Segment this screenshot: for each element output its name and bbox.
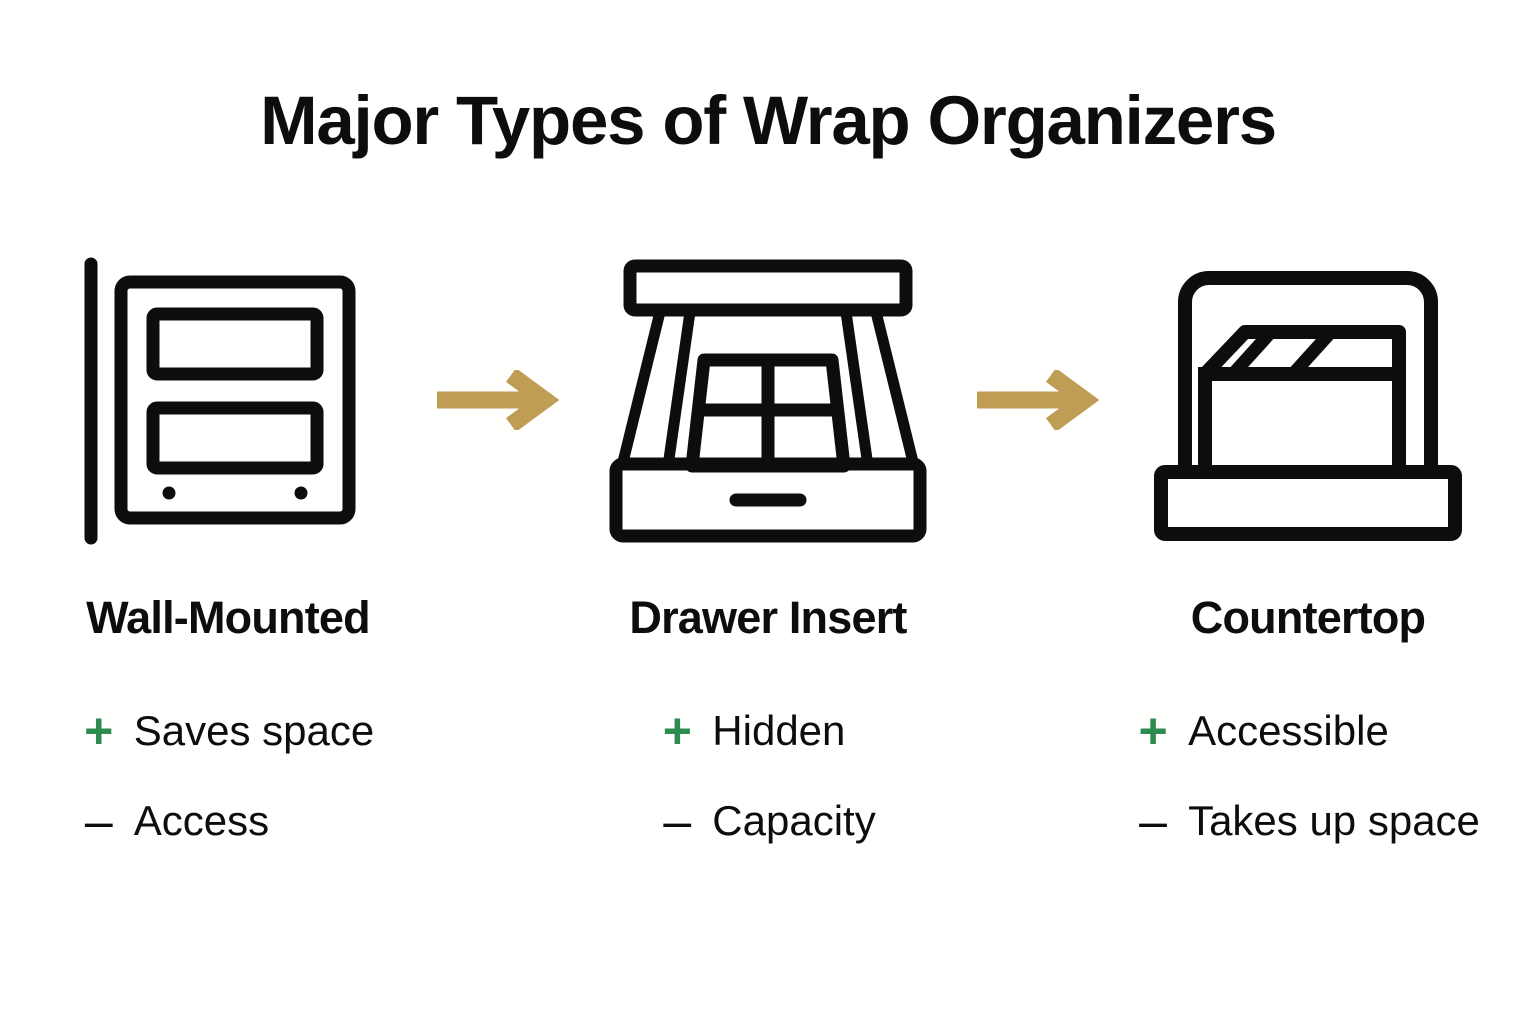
column-drawer-insert: Drawer Insert + Hidden – Capacity: [568, 250, 968, 846]
arrow-right-icon-2: [968, 250, 1108, 550]
con-row-wall-mounted: – Access: [82, 796, 374, 846]
page-title: Major Types of Wrap Organizers: [260, 82, 1277, 159]
countertop-caddy-icon: [1143, 250, 1473, 550]
con-text-drawer-insert: Capacity: [712, 797, 876, 844]
pro-row-countertop: + Accessible: [1136, 706, 1480, 756]
minus-icon: –: [84, 793, 113, 849]
pro-text-drawer-insert: Hidden: [712, 707, 846, 754]
con-row-countertop: – Takes up space: [1136, 796, 1480, 846]
minus-icon: –: [663, 793, 692, 849]
pro-text-wall-mounted: Saves space: [133, 707, 375, 754]
arrow-right-icon-1: [428, 250, 568, 550]
pro-row-wall-mounted: + Saves space: [82, 706, 374, 756]
con-row-drawer-insert: – Capacity: [660, 796, 875, 846]
plus-icon: +: [1138, 703, 1168, 759]
con-text-countertop: Takes up space: [1188, 797, 1480, 844]
column-title-wall-mounted: Wall-Mounted: [86, 592, 370, 643]
con-text-wall-mounted: Access: [133, 797, 270, 844]
organizer-columns: Wall-Mounted + Saves space – Access: [0, 250, 1536, 846]
pro-row-drawer-insert: + Hidden: [660, 706, 875, 756]
plus-icon: +: [662, 703, 692, 759]
wall-mounted-rack-icon: [63, 250, 393, 550]
column-countertop: Countertop + Accessible – Takes up space: [1108, 250, 1508, 846]
feature-list-wall-mounted: + Saves space – Access: [82, 706, 374, 846]
pro-text-countertop: Accessible: [1188, 707, 1389, 754]
plus-icon: +: [84, 703, 114, 759]
feature-list-drawer-insert: + Hidden – Capacity: [660, 706, 876, 846]
minus-icon: –: [1139, 793, 1167, 849]
columns-row: Wall-Mounted + Saves space – Access: [28, 250, 1508, 846]
drawer-insert-icon: [603, 250, 933, 550]
feature-list-countertop: + Accessible – Takes up space: [1136, 706, 1480, 846]
column-title-countertop: Countertop: [1190, 592, 1426, 643]
column-wall-mounted: Wall-Mounted + Saves space – Access: [28, 250, 428, 846]
column-title-drawer-insert: Drawer Insert: [629, 592, 907, 643]
